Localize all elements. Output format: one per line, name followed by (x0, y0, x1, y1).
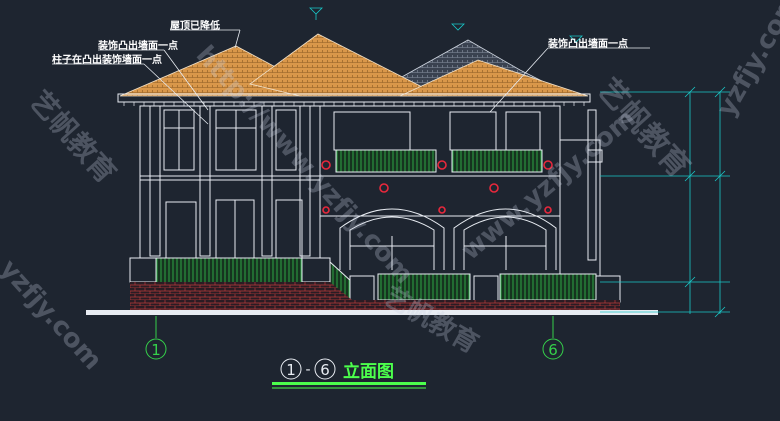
pedestals (129, 257, 621, 303)
title-underline (272, 382, 426, 385)
center-roof (249, 33, 441, 97)
leader-lines (52, 29, 650, 125)
level-marks (309, 7, 583, 43)
axis-label-left: 1 (151, 341, 161, 359)
brick-base (130, 282, 620, 310)
note-decor-protrude-left: 装饰凸出墙面一点 (98, 41, 178, 52)
title-dash: - (305, 362, 310, 378)
note-decor-protrude-right: 装饰凸出墙面一点 (548, 39, 628, 50)
terrace-railings (155, 257, 597, 301)
axis-markers (145, 316, 564, 360)
axis-label-right: 6 (548, 341, 558, 359)
dimension-lines (600, 86, 730, 318)
title-symbols (280, 358, 336, 380)
note-column-protrude: 柱子在凸出装饰墙面一点 (52, 55, 162, 66)
title-grid-from: 1 (286, 361, 296, 379)
title-grid-to: 6 (320, 361, 330, 379)
drawing-title: 立面图 (343, 361, 394, 382)
upper-balconies (335, 149, 543, 173)
right-roof (399, 59, 589, 97)
note-roof-lowered: 屋顶已降低 (170, 21, 220, 32)
ground-line (86, 310, 658, 315)
